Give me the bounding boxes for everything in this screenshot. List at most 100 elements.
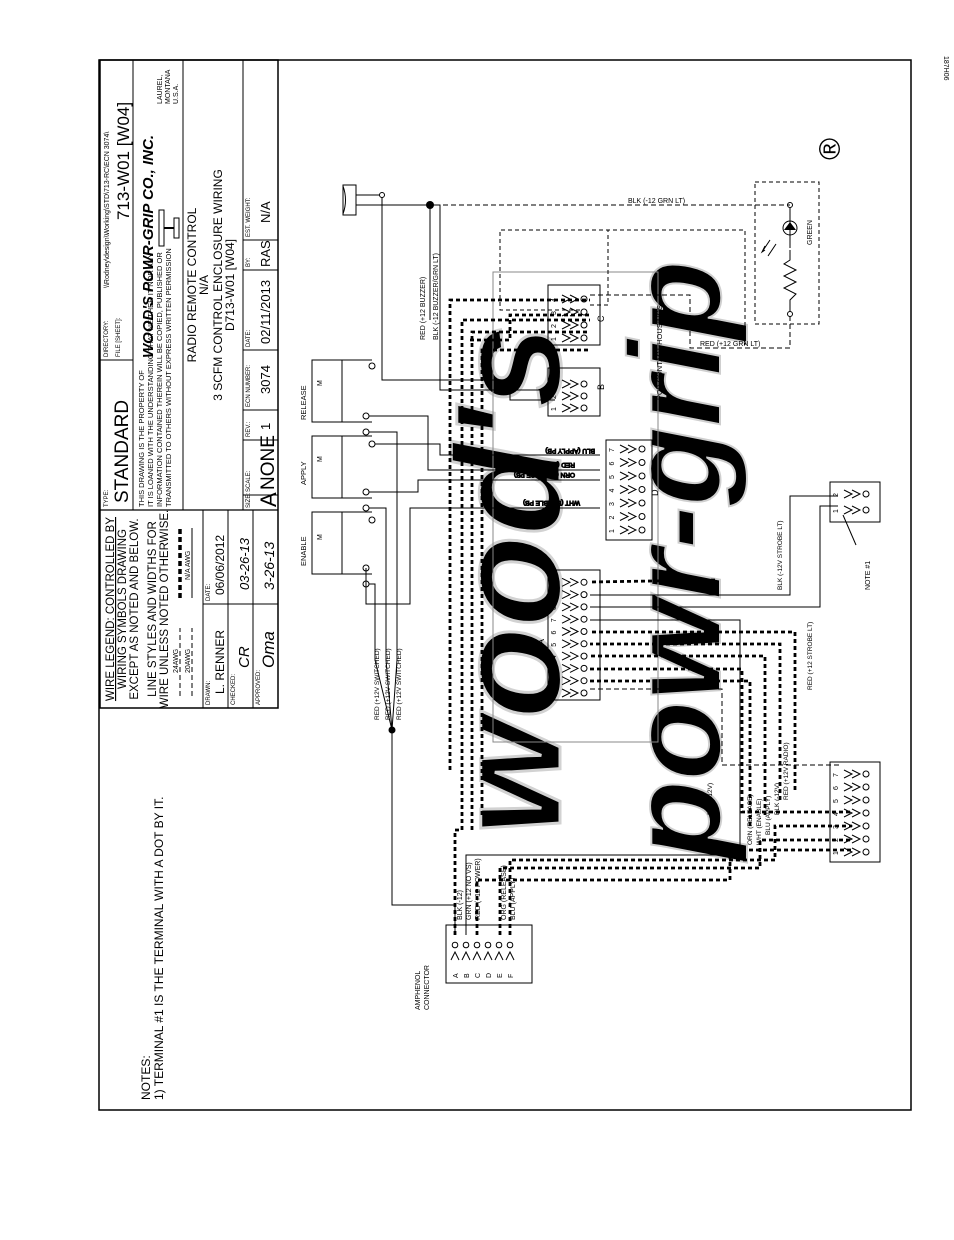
heavy-wire-route [453, 828, 462, 935]
connector-a-pin-contact-2 [569, 663, 580, 673]
radio-wire-blk: BLK (-12V) [774, 783, 781, 815]
connector-a-pin: 5 [551, 639, 588, 649]
connector-a-pin-terminal [580, 603, 588, 611]
watermark-line-2: powr-grip [602, 260, 748, 862]
connector-d-pin-terminal [638, 499, 646, 507]
switch-apply-label: APPLY [299, 461, 308, 485]
connector-a-pin-contact-2 [569, 602, 580, 612]
radio-pin-number: 1 [833, 851, 840, 855]
corner-code: 187H06 [942, 56, 949, 81]
radio-pin-contact [843, 769, 854, 779]
rev-label: REV.: [246, 422, 252, 437]
connector-d-pin: 4 [609, 485, 646, 494]
amphenol-pin-terminal [484, 941, 492, 949]
radio-pin-contact-2 [851, 821, 862, 831]
strobe-pin: 2 [833, 489, 870, 499]
amphenol-pin-contact [450, 950, 460, 961]
approved-date: 3-26-13 [261, 542, 277, 590]
switch-release-label: RELEASE [299, 385, 308, 420]
connector-a-pin-number: 3 [551, 667, 558, 671]
connector-a-pin: 7 [551, 614, 588, 624]
connector-b-pin-contact [561, 391, 572, 401]
connector-a-pin-contact [561, 651, 572, 661]
property-line-4: TRANSMITTED TO OTHERS WITHOUT EXPRESS WR… [164, 248, 173, 507]
heavy-wire-route [508, 824, 852, 935]
connector-a-pin-contact-2 [569, 639, 580, 649]
amphenol-pin-contact [483, 950, 493, 961]
connector-a-pin-contact [561, 614, 572, 624]
amphenol-pin-letter: D [486, 973, 493, 978]
drawn-label: DRAWN: [206, 681, 212, 705]
radio-pin: 2 [833, 834, 870, 844]
amphenol-pin: F [505, 941, 515, 978]
connector-c-pin-contact [561, 320, 572, 330]
connector-c-pin-contact-2 [569, 320, 580, 330]
amphenol-pin-letter: C [475, 973, 482, 978]
connector-d-pin-contact [619, 458, 630, 467]
connector-d-pin-contact [619, 498, 630, 508]
heavy-wire-route [590, 654, 767, 815]
connector-d-pin-terminal [638, 445, 646, 453]
ecn-value: 3074 [258, 365, 273, 394]
checked-value: CR [236, 646, 253, 668]
heavy-dashed-wires [448, 298, 852, 935]
heavy-wire-route [480, 348, 590, 815]
notes-title: NOTES: [139, 1055, 153, 1100]
legend-line-5: WIRE UNLESS NOTED OTHERWISE. [159, 510, 171, 709]
buzzer-neg-label: BLK (-12 BUZZER/GRN LT) [433, 253, 440, 340]
radio-pin: 5 [833, 795, 870, 805]
connector-d-pin-contact-2 [627, 512, 638, 521]
amphenol-pin: E [494, 941, 504, 978]
property-line-3: INFORMATION CONTAINED THEREIN WILL BE CO… [155, 252, 164, 507]
legend-line-3: EXCEPT AS NOTED AND BELOW. [129, 518, 141, 699]
radio-pin-contact-2 [851, 769, 862, 779]
radio-wire-orn: ORN (RELEASE) [747, 794, 754, 845]
connector-d-pin: 6 [609, 458, 646, 467]
radio-wire-red: RED (+12V RADIO) [783, 742, 790, 800]
switch-release-m: M [317, 380, 324, 386]
connector-d-pin-contact [619, 525, 630, 535]
connector-a-pin-terminal [580, 652, 588, 660]
amphenol-pin-terminal [506, 941, 514, 949]
radio-pin-contact [843, 808, 854, 818]
radio-pin-number: 2 [833, 838, 840, 842]
drawing-title-4: D713-W01 [W04] [223, 239, 237, 331]
connector-d-pin-contact-2 [627, 458, 638, 467]
connector-a-pin-contact-2 [569, 688, 580, 698]
connector-d-pin-number: 6 [609, 462, 616, 466]
connector-a-pin-number: 4 [551, 655, 558, 659]
connector-c-pin: 2 [551, 320, 588, 330]
connector-a-pin-contact [561, 676, 572, 686]
radio-pin-terminal [862, 809, 870, 817]
connector-a-pin: 6 [551, 627, 588, 636]
property-line-2: IT IS LOANED WITH THE UNDERSTANDING THAT… [146, 253, 155, 507]
strobe-pin-number: 1 [833, 509, 840, 513]
switch-apply-m: M [317, 456, 324, 462]
radio-pin-number: 7 [833, 773, 840, 777]
d-wire-red: RED (+12V SWITCHED) [503, 461, 575, 468]
radio-pin-terminal [862, 835, 870, 843]
strobe-pin-terminal [862, 490, 870, 498]
awg20-label: 20AWG [185, 649, 192, 673]
radio-pin-number: 5 [833, 799, 840, 803]
connector-d-pin-terminal [638, 472, 646, 480]
amphenol-pin-contact [494, 950, 504, 961]
connector-a-pin-terminal [580, 664, 588, 672]
connector-d-pin-terminal [638, 513, 646, 520]
d-wire-orn: ORN (RELEASE PB) [514, 471, 575, 478]
d-wire-blu: BLU (APPLY PB) [545, 447, 595, 454]
radio-pin-contact-2 [851, 795, 862, 805]
strobe-neg-label: BLK (-12V STROBE LT) [777, 520, 784, 590]
amphenol-pin-contact [472, 950, 482, 961]
type-value: STANDARD [112, 400, 133, 503]
radio-pin-contact-2 [851, 834, 862, 844]
connector-a-pin: 10 [551, 577, 588, 587]
connector-a-pin-number: 6 [551, 631, 558, 635]
strobe-pin: 1 [833, 505, 870, 515]
size-label: SIZE: [246, 493, 252, 508]
switch-terminals [362, 362, 376, 588]
by-value: RAS [258, 240, 273, 267]
connector-d-pin-contact-2 [627, 498, 638, 508]
legend-line-2: WIRING SYMBOLS DRAWING [117, 529, 129, 689]
